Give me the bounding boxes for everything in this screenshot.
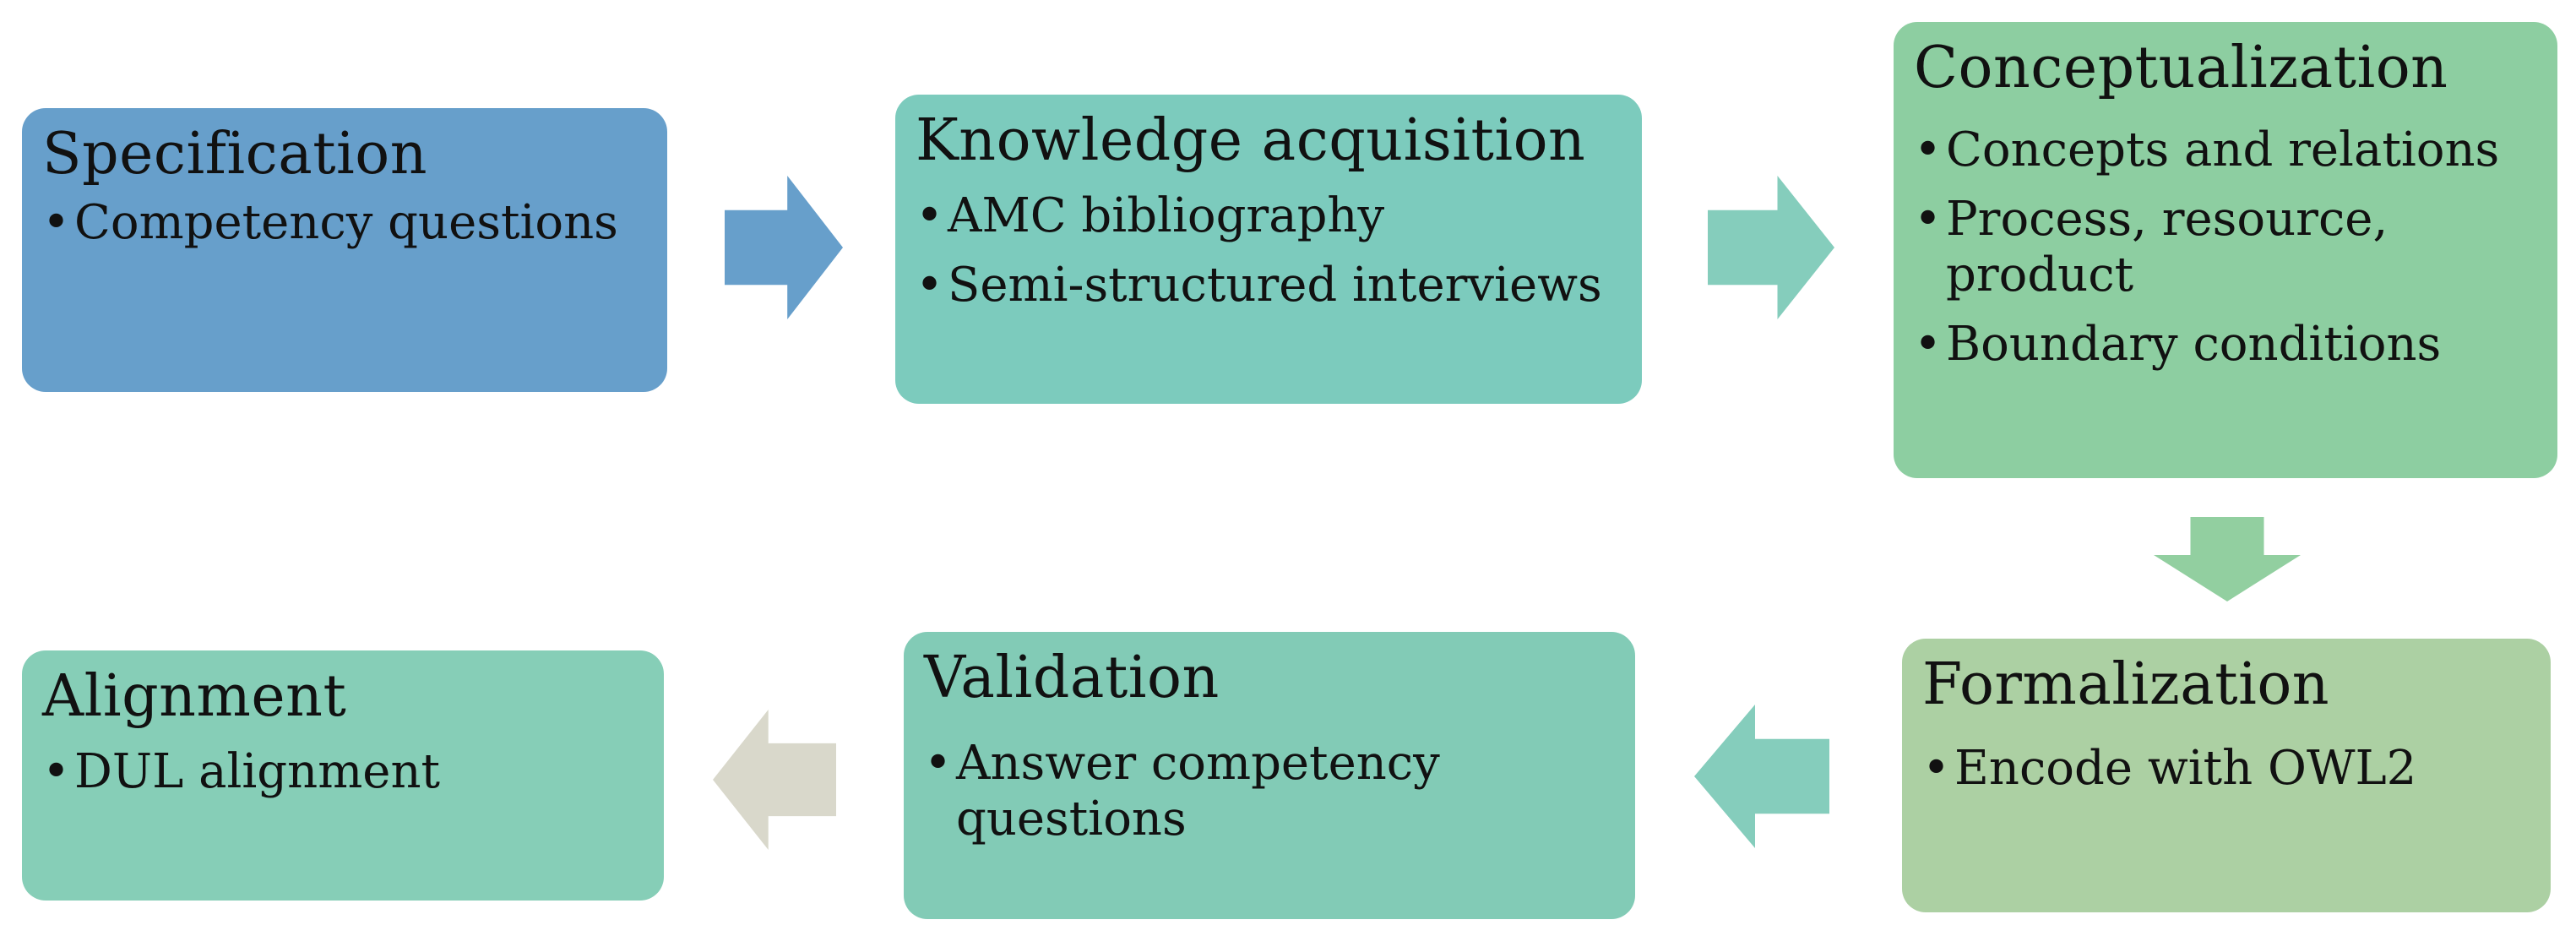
knowledge-acquisition-bullet-list: AMC bibliography Semi-structured intervi…: [916, 188, 1642, 313]
arrow-right-icon: [725, 176, 843, 319]
specification-title: Specification: [42, 121, 428, 188]
conceptualization-bullet: Boundary conditions: [1914, 317, 2557, 373]
specification-bullet: Competency questions: [42, 195, 667, 251]
formalization-bullet: Encode with OWL2: [1922, 741, 2551, 797]
validation-box: Validation Answer competency questions: [904, 632, 1635, 919]
arrow-down-icon: [2154, 517, 2301, 601]
specification-bullet-list: Competency questions: [42, 195, 667, 251]
conceptualization-bullet-list: Concepts and relations Process, resource…: [1914, 122, 2557, 373]
alignment-title: Alignment: [42, 663, 347, 730]
knowledge-acquisition-bullet: AMC bibliography: [916, 188, 1642, 244]
arrow-shape: [1694, 705, 1829, 848]
specification-box: Specification Competency questions: [22, 108, 667, 392]
arrow-shape: [1708, 176, 1834, 319]
conceptualization-title: Conceptualization: [1914, 35, 2448, 101]
formalization-title: Formalization: [1922, 651, 2330, 718]
validation-bullet: Answer competency questions: [924, 736, 1497, 847]
alignment-bullet: DUL alignment: [42, 744, 664, 800]
conceptualization-bullet: Process, resource, product: [1914, 192, 2419, 303]
arrow-right-icon: [1708, 176, 1834, 319]
conceptualization-box: Conceptualization Concepts and relations…: [1894, 22, 2557, 478]
knowledge-acquisition-box: Knowledge acquisition AMC bibliography S…: [895, 95, 1642, 404]
validation-bullet-list: Answer competency questions: [924, 736, 1635, 847]
formalization-bullet-list: Encode with OWL2: [1922, 741, 2551, 797]
formalization-box: Formalization Encode with OWL2: [1902, 639, 2551, 912]
arrow-shape: [725, 176, 843, 319]
knowledge-acquisition-title: Knowledge acquisition: [916, 107, 1586, 174]
knowledge-acquisition-bullet: Semi-structured interviews: [916, 258, 1642, 313]
alignment-box: Alignment DUL alignment: [22, 650, 664, 901]
arrow-left-icon: [713, 710, 836, 850]
arrow-shape: [2154, 517, 2301, 601]
validation-title: Validation: [924, 645, 1220, 711]
conceptualization-bullet: Concepts and relations: [1914, 122, 2557, 178]
arrow-shape: [713, 710, 836, 850]
arrow-left-icon: [1694, 705, 1829, 848]
alignment-bullet-list: DUL alignment: [42, 744, 664, 800]
